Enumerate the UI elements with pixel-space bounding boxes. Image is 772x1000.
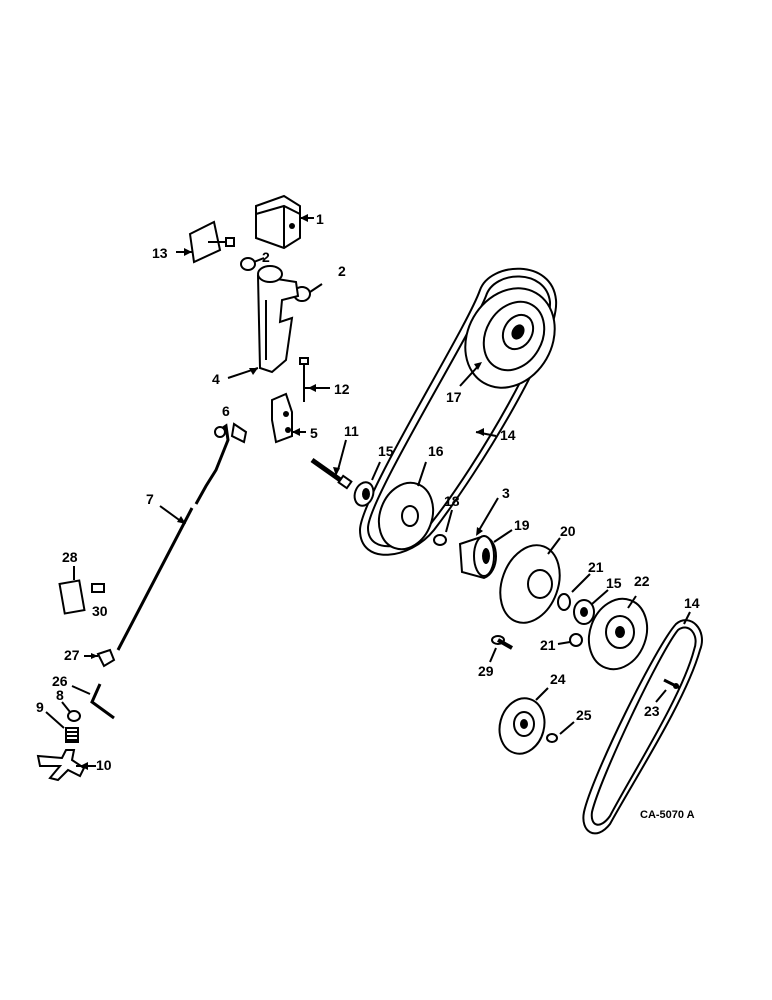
part-mounting-plate — [176, 220, 235, 264]
callout-3: 3 — [502, 485, 510, 501]
callout-23: 23 — [644, 703, 660, 719]
callout-15-left: 15 — [378, 443, 394, 459]
part-pulley-half — [499, 537, 561, 624]
part-stud — [489, 635, 513, 663]
callout-20: 20 — [560, 523, 576, 539]
part-ball-upper — [557, 573, 591, 611]
callout-26: 26 — [52, 673, 68, 689]
callout-10: 10 — [96, 757, 112, 773]
part-pivot-pin — [310, 439, 353, 490]
callout-9: 9 — [36, 699, 44, 715]
callout-22: 22 — [634, 573, 650, 589]
callout-14-lower: 14 — [684, 595, 700, 611]
part-idler-pulley — [587, 595, 649, 671]
callout-14-upper: 14 — [500, 427, 516, 443]
part-drive-pulley — [377, 461, 435, 551]
part-key — [476, 497, 499, 536]
callout-7: 7 — [146, 491, 154, 507]
part-lever-arm — [227, 265, 300, 379]
callout-12: 12 — [334, 381, 350, 397]
part-washer — [61, 701, 81, 722]
part-nut — [84, 648, 116, 668]
part-decal-small — [91, 583, 105, 593]
part-bracket — [255, 194, 314, 250]
callout-2-upper: 2 — [262, 249, 270, 265]
part-screw — [655, 678, 681, 703]
callout-28: 28 — [62, 549, 78, 565]
callout-1: 1 — [316, 211, 324, 227]
part-control-rod — [116, 423, 230, 651]
part-retainer-rod — [71, 683, 115, 720]
callout-11: 11 — [344, 423, 359, 439]
callout-2-right: 2 — [338, 263, 346, 279]
callout-18: 18 — [444, 493, 460, 509]
callout-29: 29 — [478, 663, 494, 679]
part-wing-knob — [36, 749, 96, 782]
callout-19: 19 — [514, 517, 530, 533]
part-bearing-left — [353, 461, 381, 507]
part-spring — [45, 711, 79, 743]
part-ball-lower — [557, 633, 583, 647]
part-bolt — [299, 357, 330, 402]
part-bushing-upper — [240, 257, 265, 271]
part-driven-pulley — [459, 287, 556, 389]
callout-27: 27 — [64, 647, 80, 663]
part-decal — [58, 566, 86, 615]
part-hub — [458, 529, 513, 580]
callout-16: 16 — [428, 443, 444, 459]
callout-21-upper: 21 — [588, 559, 604, 575]
callout-13: 13 — [152, 245, 168, 261]
callout-21-lower: 21 — [540, 637, 556, 653]
callout-24: 24 — [550, 671, 566, 687]
part-latch-block — [271, 392, 306, 444]
drawing-code: CA-5070 A — [640, 809, 695, 821]
part-set-screw — [546, 721, 575, 743]
callout-15-right: 15 — [606, 575, 622, 591]
part-pulley — [498, 687, 549, 755]
callout-6: 6 — [222, 403, 230, 419]
part-bearing-right — [573, 589, 609, 625]
callout-5: 5 — [310, 425, 318, 441]
callout-25: 25 — [576, 707, 592, 723]
part-clip — [230, 422, 248, 444]
callout-4: 4 — [212, 371, 220, 387]
part-spacer — [433, 509, 453, 546]
callout-8: 8 — [56, 687, 64, 703]
part-belt-lower — [582, 611, 703, 835]
callout-17: 17 — [446, 389, 462, 405]
callout-30: 30 — [92, 603, 108, 619]
